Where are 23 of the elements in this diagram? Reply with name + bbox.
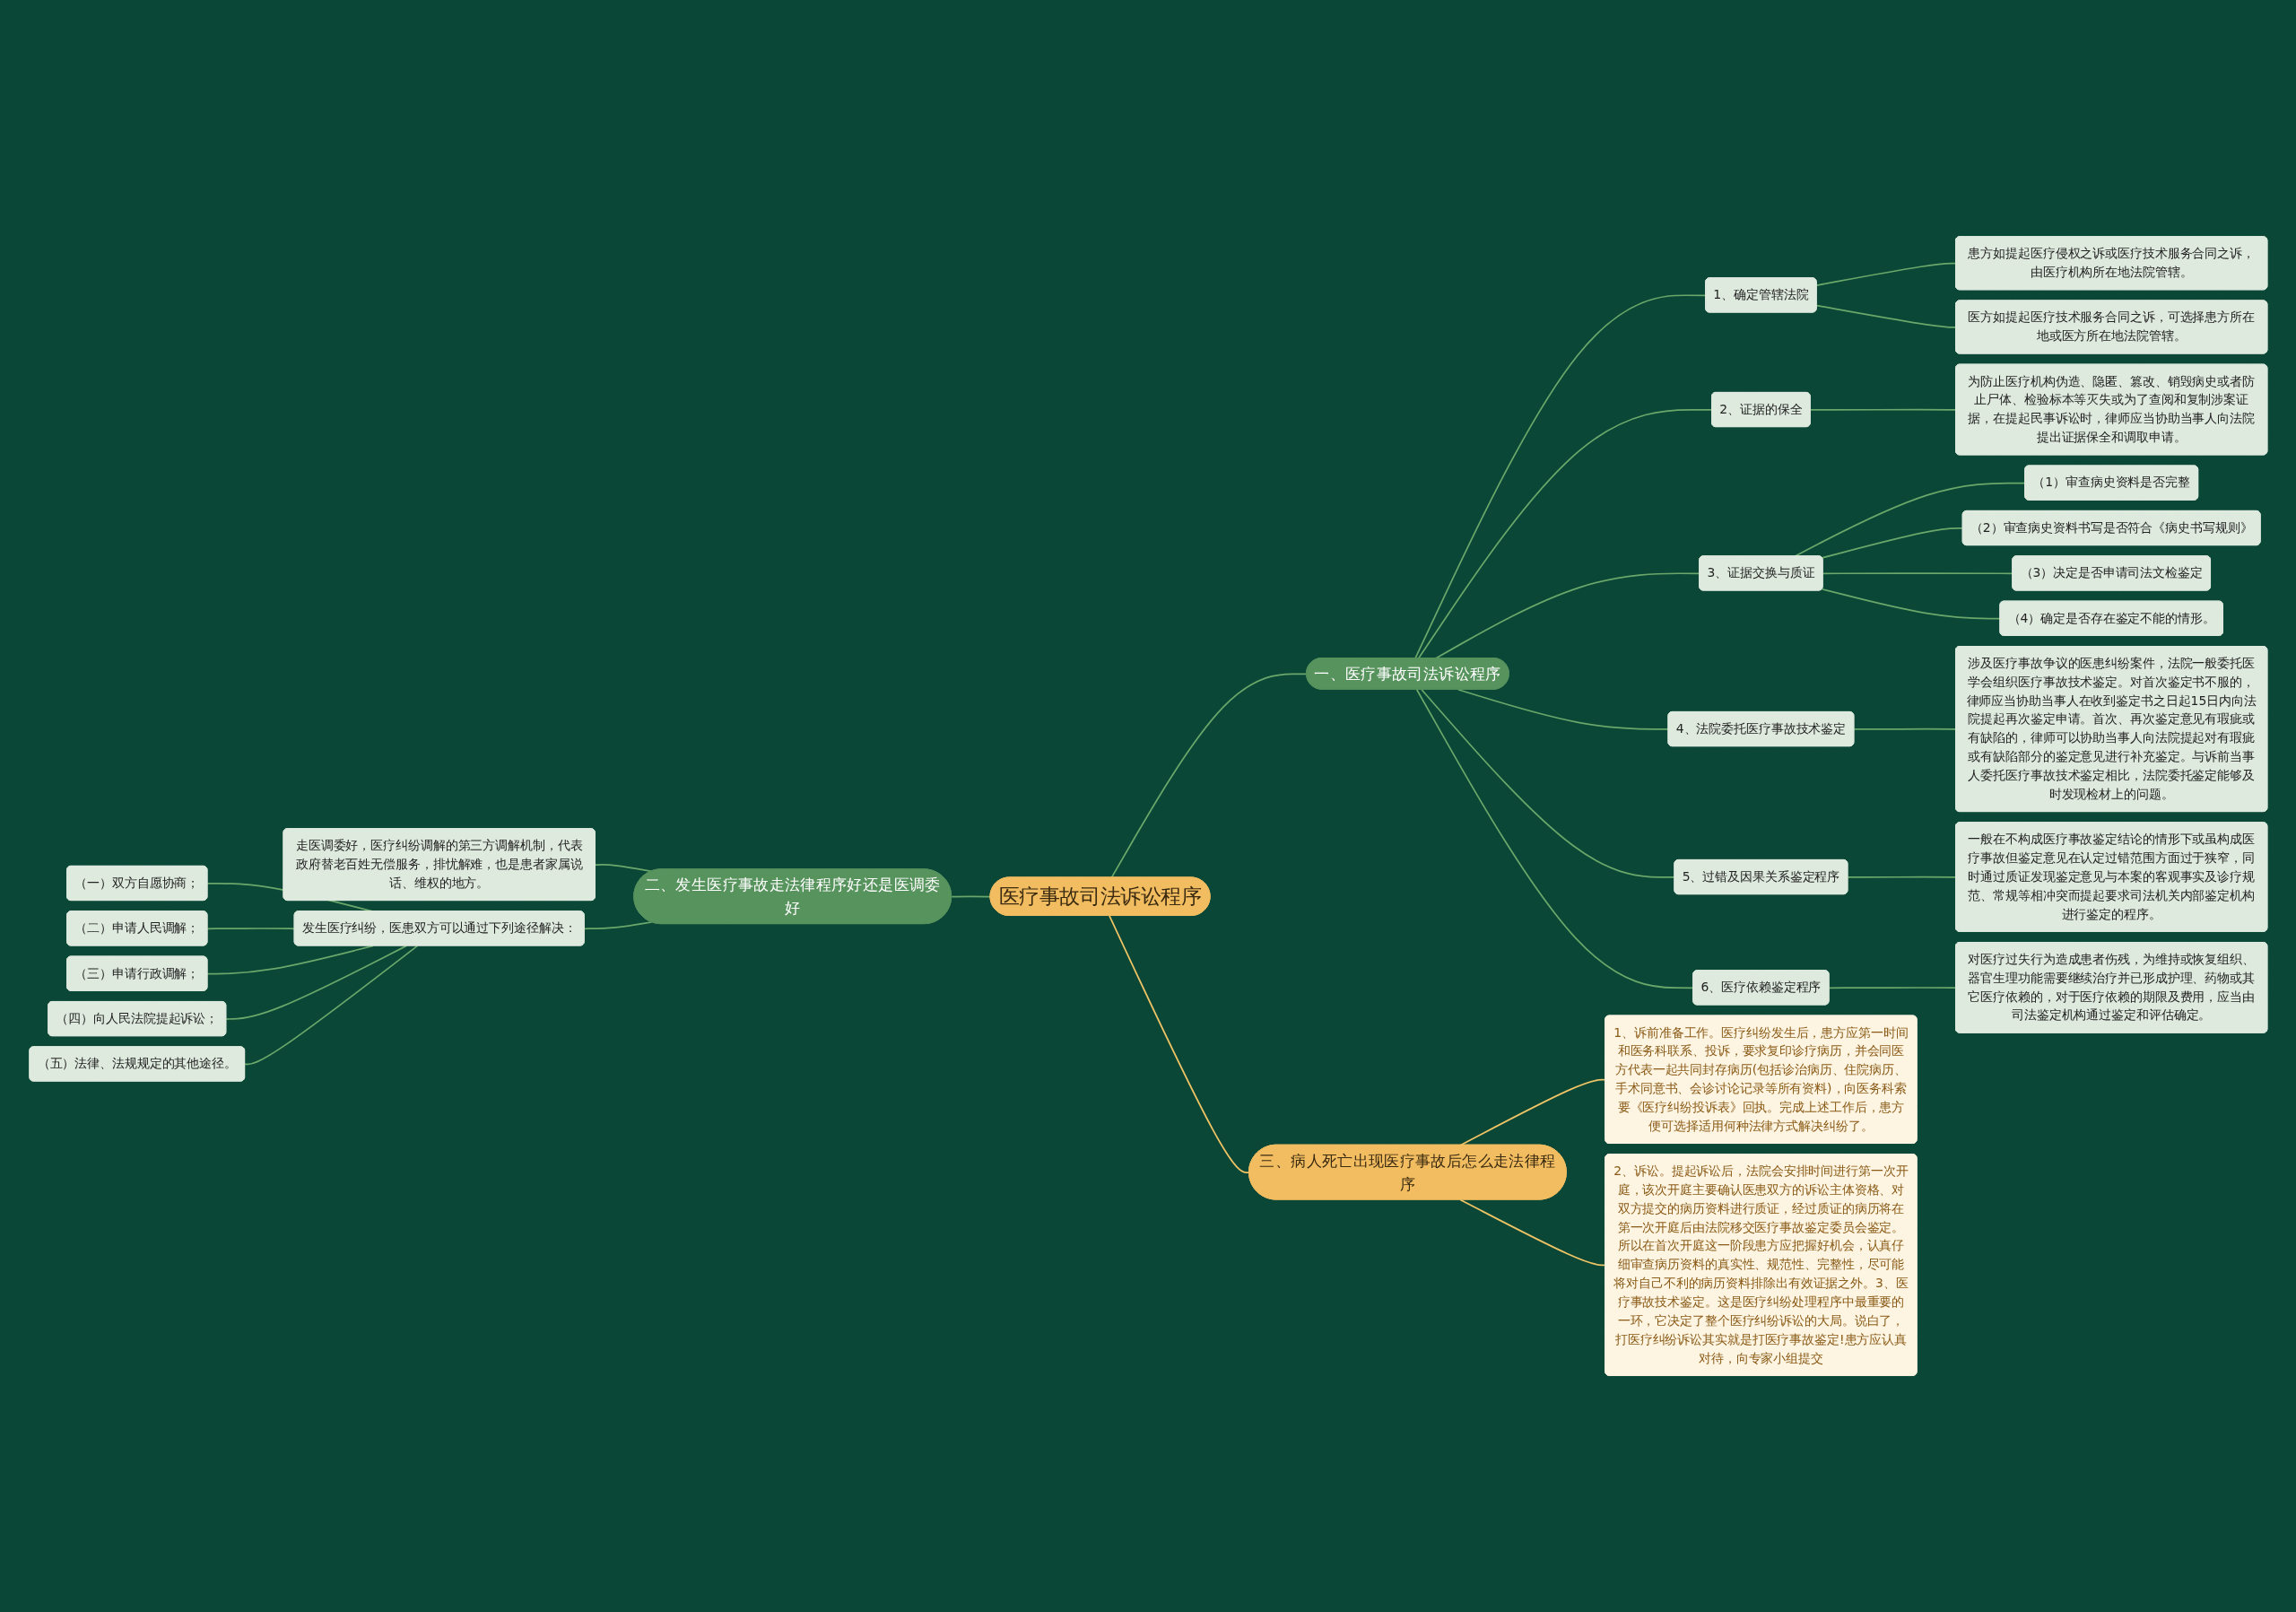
connector <box>950 895 991 898</box>
connector <box>1413 294 1707 659</box>
connector <box>1108 915 1250 1173</box>
connector <box>1459 1078 1606 1146</box>
connector <box>1828 987 1957 989</box>
connector <box>583 921 652 930</box>
connector <box>206 945 374 975</box>
connector <box>1415 688 1694 989</box>
connector <box>1822 572 2013 575</box>
connector <box>1457 688 1669 730</box>
connector <box>1434 572 1700 659</box>
connector <box>1815 262 1957 286</box>
connector <box>1847 876 1957 878</box>
connector <box>1420 688 1675 878</box>
connector <box>1853 728 1957 730</box>
connector <box>224 945 407 1020</box>
connector <box>1821 588 2001 620</box>
connector <box>1809 408 1957 411</box>
connector <box>1815 304 1957 328</box>
connector <box>1417 409 1713 659</box>
connector <box>243 945 418 1066</box>
connector <box>594 864 652 873</box>
connector <box>1459 1198 1606 1267</box>
